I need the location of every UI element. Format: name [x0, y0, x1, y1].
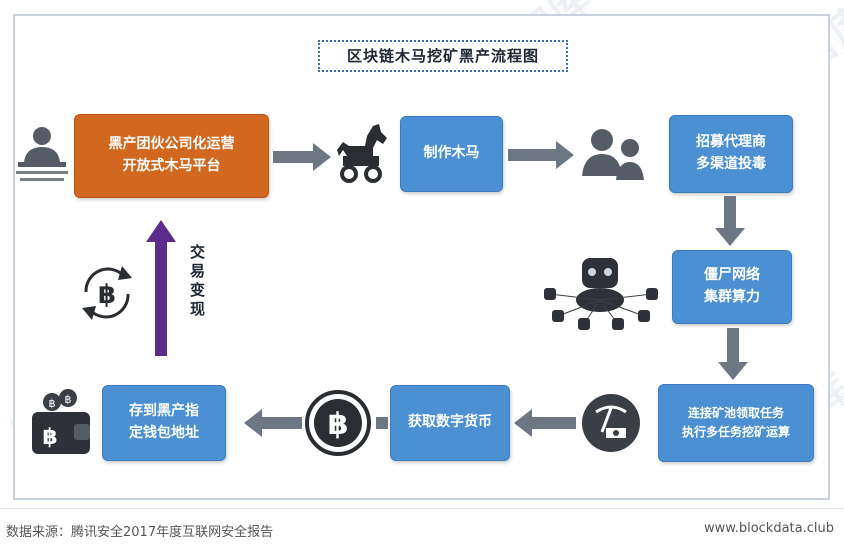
arrow-up [146, 220, 176, 356]
arrow-down [718, 328, 748, 380]
node-label: 定钱包地址 [129, 425, 199, 441]
node-botnet: 僵尸网络 集群算力 [672, 250, 792, 324]
footer-divider [0, 508, 844, 509]
node-connect-pool: 连接矿池领取任务 执行多任务挖矿运算 [658, 384, 814, 462]
node-label: 连接矿池领取任务 [687, 406, 784, 421]
node-recruit-agents: 招募代理商 多渠道投毒 [669, 115, 793, 193]
svg-text:฿: ฿ [42, 425, 57, 450]
person-icon [16, 127, 68, 181]
bitcoin-exchange-icon: ฿ [82, 266, 132, 320]
bitcoin-coin-icon: ฿ [305, 390, 371, 456]
node-label: 开放式木马平台 [122, 158, 221, 174]
node-gang-platform: 黑产团伙公司化运营 开放式木马平台 [74, 114, 269, 198]
trade-cashout-label: 交易变现 [188, 244, 206, 320]
node-label: 获取数字货币 [408, 414, 492, 431]
node-label: 招募代理商 [696, 134, 766, 151]
node-label: 黑产团伙公司化运营 [108, 136, 235, 153]
node-label: 僵尸网络 [704, 267, 760, 284]
trojan-horse-icon [337, 124, 387, 183]
svg-text:฿: ฿ [65, 393, 72, 406]
arrow-left [376, 417, 388, 429]
svg-text:฿: ฿ [98, 280, 116, 310]
node-label: 多渠道投毒 [696, 156, 766, 172]
svg-text:฿: ฿ [49, 397, 56, 410]
node-label: 执行多任务挖矿运算 [681, 425, 790, 439]
svg-text:฿: ฿ [328, 407, 349, 442]
arrow-right [508, 141, 574, 169]
diagram-title: 区块链木马挖矿黑产流程图 [318, 40, 568, 72]
node-make-trojan: 制作木马 [400, 116, 503, 192]
users-icon [582, 129, 644, 180]
node-label: 制作木马 [423, 145, 480, 162]
mining-pickaxe-icon [582, 394, 640, 452]
node-label: 集群算力 [704, 289, 760, 305]
arrow-down [715, 196, 745, 246]
bitcoin-wallet-icon: ฿ ฿ ฿ [32, 389, 90, 454]
arrow-right [273, 143, 331, 171]
arrow-left [514, 409, 576, 437]
botnet-robot-icon [544, 258, 658, 330]
source-note: 数据来源：腾讯安全2017年度互联网安全报告 [6, 525, 274, 540]
node-obtain-currency: 获取数字货币 [390, 385, 510, 461]
node-store-wallet: 存到黑产指 定钱包地址 [102, 385, 226, 461]
site-url: www.blockdata.club [704, 521, 834, 536]
node-label: 存到黑产指 [129, 403, 199, 420]
arrow-left [244, 409, 302, 437]
